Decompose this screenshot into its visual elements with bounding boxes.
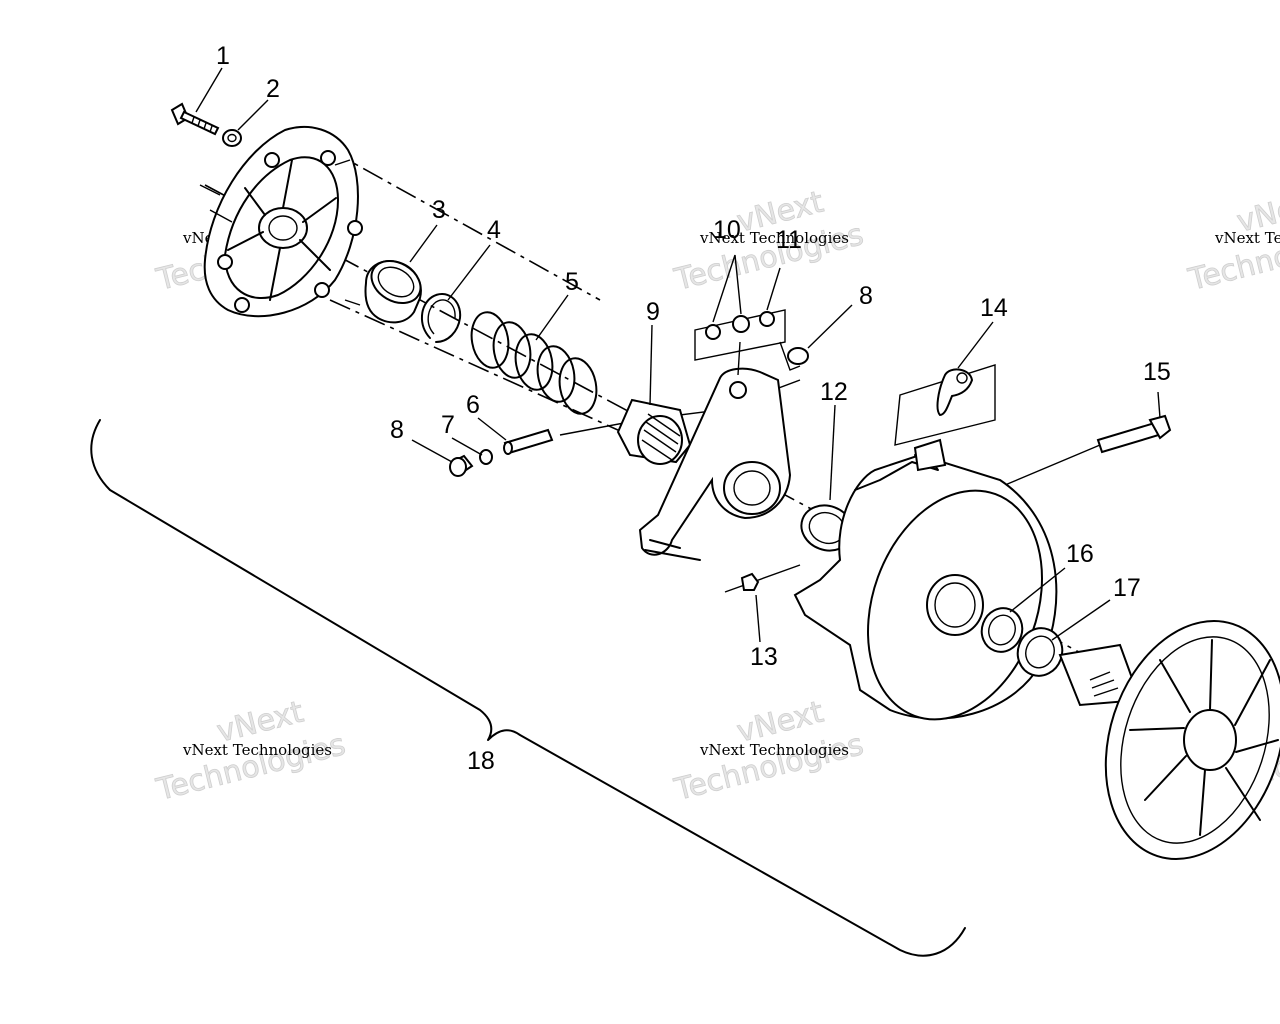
nut-13-axis-line	[724, 564, 801, 593]
callout-2: 2	[266, 75, 280, 103]
part-cam-9	[616, 398, 692, 465]
callout-7: 7	[441, 411, 455, 439]
part-arm-bracket	[638, 367, 792, 561]
callout-8-right: 8	[859, 282, 873, 310]
callout-16: 16	[1066, 540, 1094, 568]
callout-3: 3	[432, 196, 446, 224]
part-bushing-3	[364, 260, 422, 324]
part-washer-7	[479, 449, 493, 465]
inset-box-10-11	[694, 254, 801, 376]
callout-6: 6	[466, 391, 480, 419]
part-roller-8-right	[787, 347, 809, 365]
callout-4: 4	[487, 216, 501, 244]
inset-box-14	[894, 364, 996, 446]
callout-17: 17	[1113, 574, 1141, 602]
part-snap-ring-4	[421, 292, 462, 343]
bolt-axis-line	[329, 149, 601, 301]
callout-8-left: 8	[390, 416, 404, 444]
part-bolt-15	[1096, 414, 1172, 454]
callout-9: 9	[646, 298, 660, 326]
leader-lines	[195, 67, 1161, 643]
part-cover-plate	[199, 125, 363, 318]
callout-14: 14	[980, 294, 1008, 322]
part-sheave-housing	[793, 438, 1058, 721]
part-nut-13	[740, 572, 760, 591]
svg-text:vNext Technologies: vNext Technologies	[182, 741, 332, 759]
part-spring-5	[470, 311, 598, 415]
svg-text:vNext Technologies: vNext Technologies	[699, 741, 849, 759]
part-ring-17	[1016, 627, 1064, 677]
watermark-center-bottom: vNext Technologies vNext Technologies	[670, 694, 867, 808]
callout-10: 10	[713, 216, 741, 244]
part-bolt-1	[170, 102, 220, 136]
callout-5: 5	[565, 268, 579, 296]
bolt-15-axis-line	[1004, 444, 1101, 486]
part-roller-8-left	[449, 454, 474, 477]
callout-18: 18	[467, 747, 495, 775]
watermark-right-top: vNext Technologies vNext Technologies	[1184, 184, 1280, 298]
callout-1: 1	[216, 42, 230, 70]
bracket-brace-18	[90, 419, 966, 957]
svg-text:vNext Technologies: vNext Technologies	[1214, 229, 1280, 247]
callout-13: 13	[750, 643, 778, 671]
callout-15: 15	[1143, 358, 1171, 386]
watermark-left-bottom: vNext Technologies vNext Technologies	[152, 694, 349, 808]
part-pin-6	[503, 428, 554, 455]
watermark-center-top: vNext Technologies vNext Technologies	[670, 184, 867, 298]
part-washer-2	[222, 129, 242, 147]
svg-text:vNext Technologies: vNext Technologies	[699, 229, 849, 247]
part-ring-16	[980, 607, 1024, 653]
part-fixed-sheave	[1058, 620, 1280, 860]
callout-11: 11	[776, 226, 802, 254]
lower-axis-line	[329, 299, 641, 441]
callout-12: 12	[820, 378, 848, 406]
